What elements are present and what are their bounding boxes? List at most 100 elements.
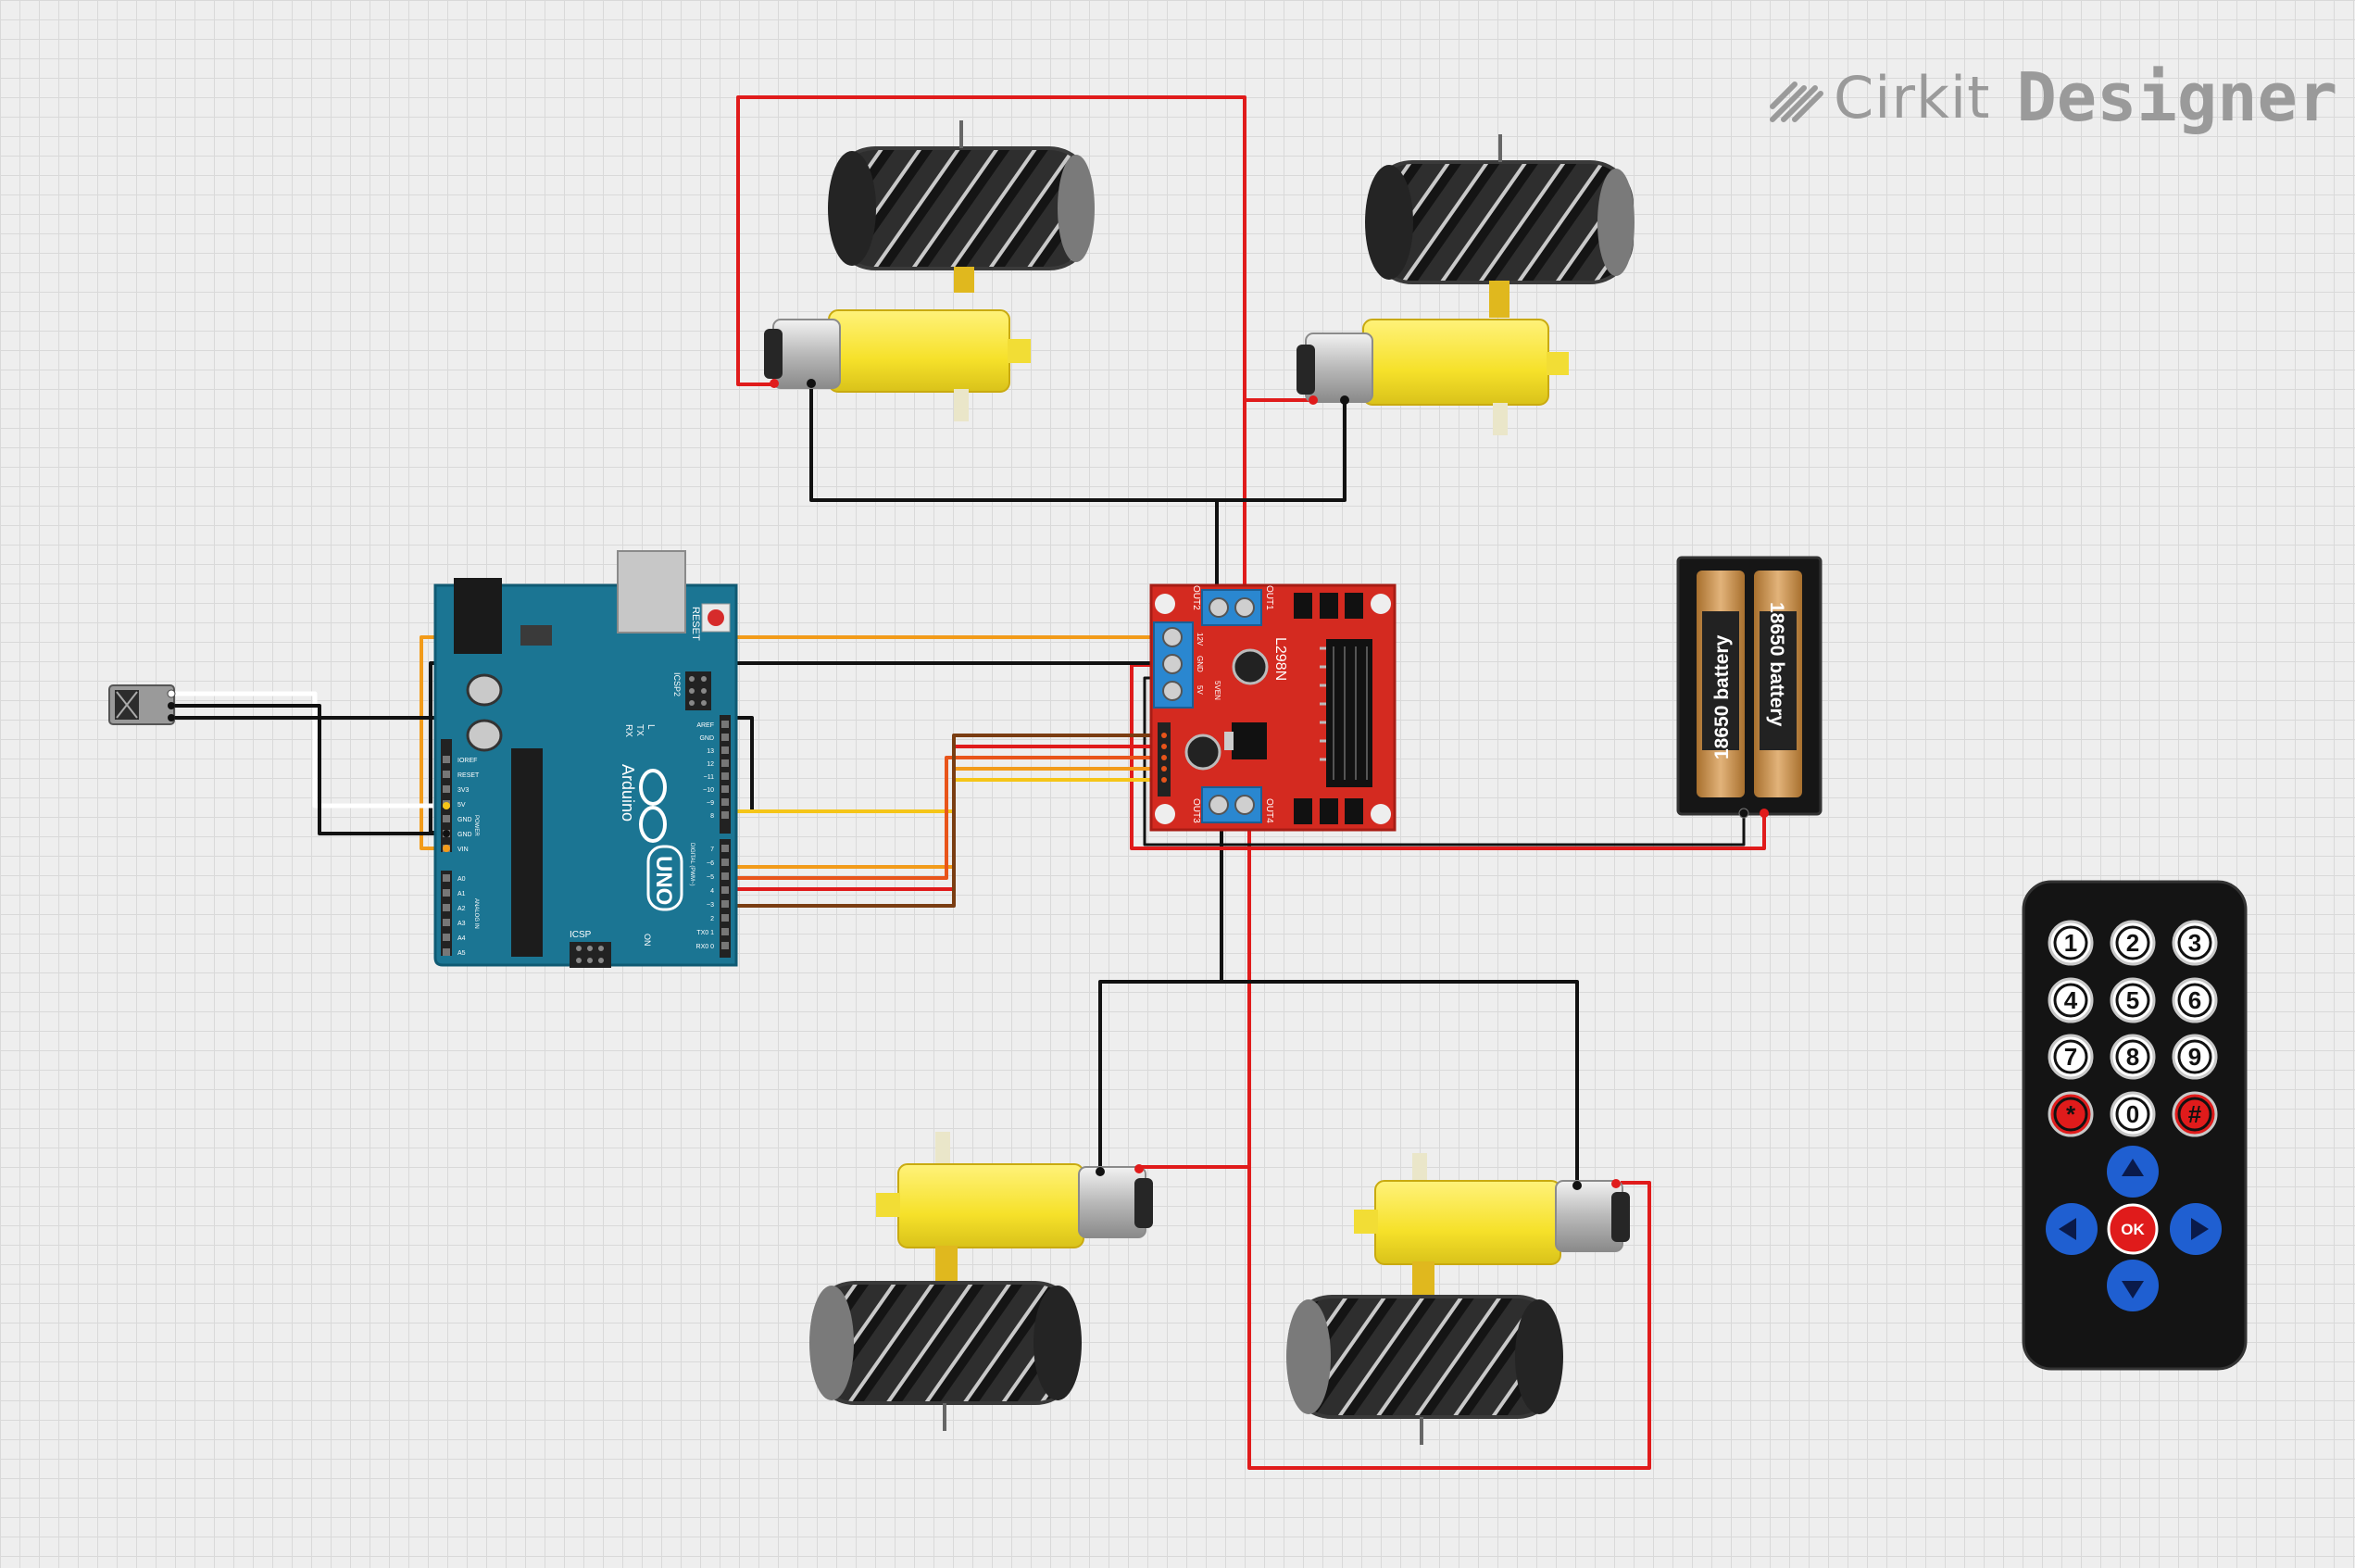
pin-label: RX0 0 (696, 944, 715, 950)
header-pin[interactable] (721, 746, 729, 754)
header-pin[interactable] (721, 845, 729, 852)
pin-label: 5V (457, 802, 466, 809)
cirkit-designer-logo: Cirkit Designer (1767, 56, 2337, 139)
wire-motor3-black[interactable] (1098, 815, 1223, 1170)
arduino-brand-text: Arduino (619, 764, 637, 822)
reset-button[interactable] (708, 609, 724, 626)
out2-label: OUT2 (1191, 585, 1201, 610)
cirkit-stripes-icon (1770, 82, 1823, 122)
header-pin[interactable] (721, 859, 729, 866)
digital-group-label: DIGITAL (PWM~) (689, 843, 695, 886)
remote-key-4[interactable]: 4 (2048, 977, 2094, 1023)
ir-receiver[interactable] (108, 684, 176, 725)
remote-nav-cluster[interactable]: OK (2046, 1146, 2222, 1311)
header-pin[interactable] (443, 904, 450, 911)
header-pin[interactable] (443, 934, 450, 941)
header-pin[interactable] (443, 948, 450, 956)
header-pin[interactable] (443, 771, 450, 778)
mecanum-wheel-1[interactable] (828, 120, 1095, 270)
wire-motor4-black[interactable] (1221, 980, 1579, 1183)
remote-key-3[interactable]: 3 (2172, 920, 2218, 966)
wire-motor1-red-path[interactable] (736, 95, 1246, 599)
dc-gear-motor-3[interactable] (876, 1132, 1153, 1287)
wires (171, 95, 1766, 1470)
wire-motor1-black[interactable] (809, 384, 1219, 599)
remote-key-label: 9 (2188, 1043, 2201, 1071)
header-pin[interactable] (443, 756, 450, 763)
remote-key-2[interactable]: 2 (2110, 920, 2156, 966)
header-pin[interactable] (721, 785, 729, 793)
remote-key-label: 3 (2188, 929, 2201, 957)
dc-gear-motor-4[interactable] (1354, 1153, 1630, 1303)
remote-key-6[interactable]: 6 (2172, 977, 2218, 1023)
header-pin[interactable] (721, 914, 729, 922)
ok-button[interactable] (2107, 1203, 2159, 1255)
header-pin[interactable] (721, 886, 729, 894)
l298n-driver[interactable]: L298N OUT2 OUT1 OUT3 OUT4 12V GND 5V 5VE… (1149, 583, 1397, 832)
header-pin[interactable] (443, 919, 450, 926)
wire-motor2-red[interactable] (1243, 398, 1313, 599)
pin-label: 3V3 (457, 787, 470, 794)
header-pin[interactable] (721, 872, 729, 880)
remote-key-8[interactable]: 8 (2110, 1034, 2156, 1080)
icsp-label: ICSP (570, 930, 592, 940)
dc-gear-motor-1[interactable] (764, 267, 1031, 421)
rx-label: RX (623, 724, 633, 737)
header-pin[interactable] (443, 815, 450, 822)
pin-label: A5 (457, 950, 466, 957)
header-pin[interactable] (721, 721, 729, 728)
remote-key-label: 8 (2126, 1043, 2139, 1071)
wire-in4-brown[interactable] (727, 734, 1163, 908)
wire-in2-redorange[interactable] (727, 756, 1163, 880)
pin-label: TX0 1 (696, 930, 714, 936)
tx-label: TX (634, 724, 645, 736)
pin-label: GND (457, 832, 472, 838)
header-pin[interactable] (721, 734, 729, 741)
remote-key-1[interactable]: 1 (2048, 920, 2094, 966)
pin-label: A3 (457, 921, 466, 927)
header-pin[interactable] (721, 928, 729, 935)
wire-motor2-black[interactable] (1217, 400, 1347, 502)
battery-holder[interactable]: 18650 battery 18650 battery (1676, 556, 1823, 819)
remote-key-star[interactable]: * (2048, 1091, 2094, 1137)
header-pin[interactable] (443, 889, 450, 897)
out1-label: OUT1 (1264, 585, 1274, 610)
mecanum-wheel-2[interactable] (1365, 134, 1635, 284)
pin-label: 12 (707, 761, 714, 768)
header-pin[interactable] (721, 772, 729, 780)
header-pin[interactable] (721, 759, 729, 767)
pin-5ven-label: 5VEN (1213, 681, 1221, 700)
wire-ir-white[interactable] (171, 691, 446, 809)
remote-key-7[interactable]: 7 (2048, 1034, 2094, 1080)
pin-label: ~11 (704, 774, 714, 781)
remote-key-hash[interactable]: # (2172, 1091, 2218, 1137)
wire-motor3-red[interactable] (1141, 815, 1251, 1169)
arduino-uno[interactable]: RESET ICSP2 ICSP Arduino UNO TX RX L ON … (433, 550, 738, 968)
header-pin[interactable] (721, 811, 729, 819)
battery-cell-2-label: 18650 battery (1766, 602, 1787, 727)
remote-key-0[interactable]: 0 (2110, 1091, 2156, 1137)
used-pin (443, 802, 450, 809)
mecanum-wheel-3[interactable] (809, 1281, 1082, 1431)
pin-label: ~5 (707, 874, 714, 881)
dc-gear-motor-2[interactable] (1297, 281, 1569, 435)
pin-label: 4 (710, 888, 714, 895)
pin-label: A2 (457, 906, 466, 912)
remote-key-5[interactable]: 5 (2110, 977, 2156, 1023)
header-pin[interactable] (443, 874, 450, 882)
pin-label: ~3 (707, 902, 714, 909)
wire-motor4-red[interactable] (1247, 1167, 1651, 1470)
mecanum-wheel-4[interactable] (1286, 1295, 1563, 1445)
header-pin[interactable] (443, 785, 450, 793)
wire-ir-black[interactable] (171, 704, 446, 835)
header-pin[interactable] (721, 942, 729, 949)
remote-key-label: 4 (2064, 986, 2078, 1014)
header-pin[interactable] (721, 900, 729, 908)
pin-label: 13 (707, 748, 714, 755)
header-pin[interactable] (721, 798, 729, 806)
remote-key-9[interactable]: 9 (2172, 1034, 2218, 1080)
out3-label: OUT3 (1191, 798, 1201, 823)
